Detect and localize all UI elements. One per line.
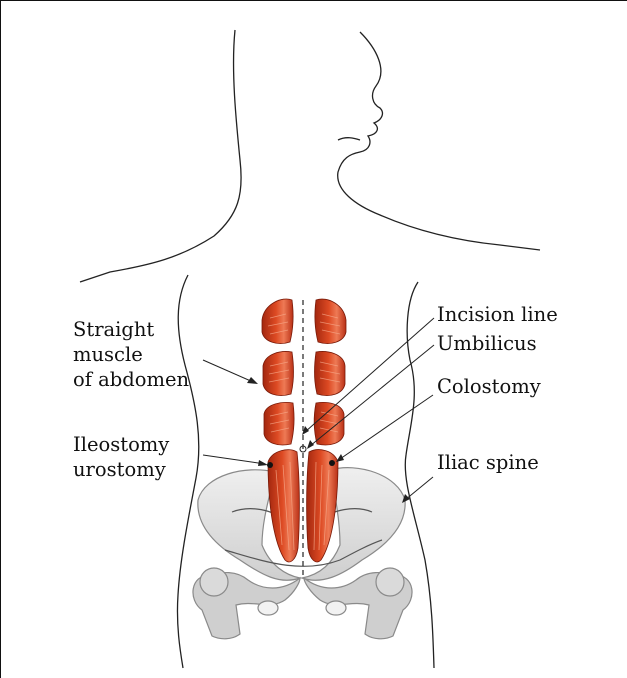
pelvis [198, 468, 405, 581]
colostomy-stoma [329, 460, 335, 466]
label-straight-muscle: Straight muscle of abdomen [73, 317, 189, 392]
label-umbilicus: Umbilicus [437, 331, 537, 356]
label-iliac-spine: Iliac spine [437, 450, 539, 475]
head-silhouette [80, 30, 540, 282]
label-incision-line: Incision line [437, 302, 558, 327]
label-colostomy: Colostomy [437, 374, 541, 399]
label-ileostomy-urostomy: Ileostomy urostomy [73, 432, 169, 482]
